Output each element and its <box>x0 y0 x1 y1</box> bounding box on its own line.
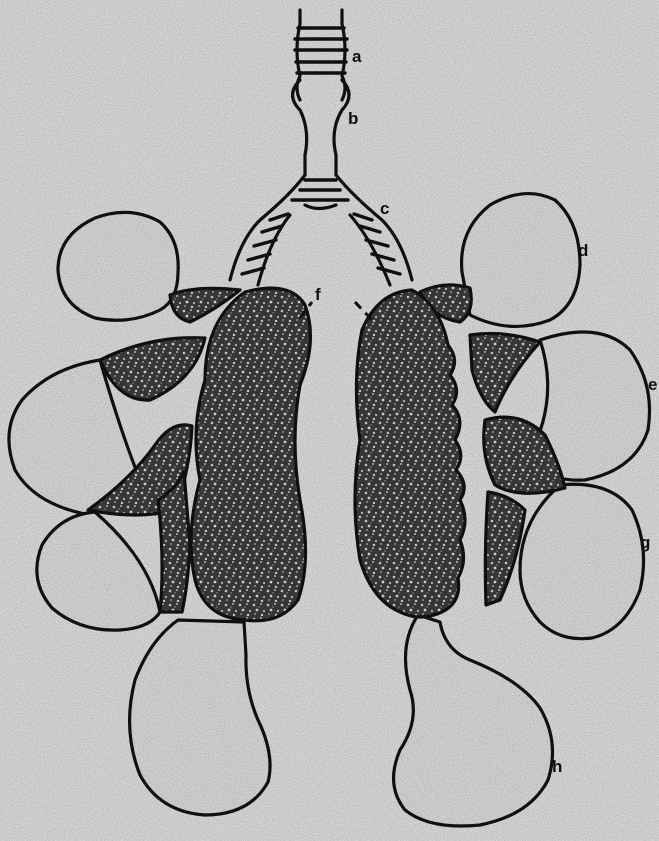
respiratory-system-diagram: a b c d e f g h <box>0 0 659 841</box>
noise-overlay <box>0 0 659 841</box>
diagram-canvas: a b c d e f g h <box>0 0 659 841</box>
